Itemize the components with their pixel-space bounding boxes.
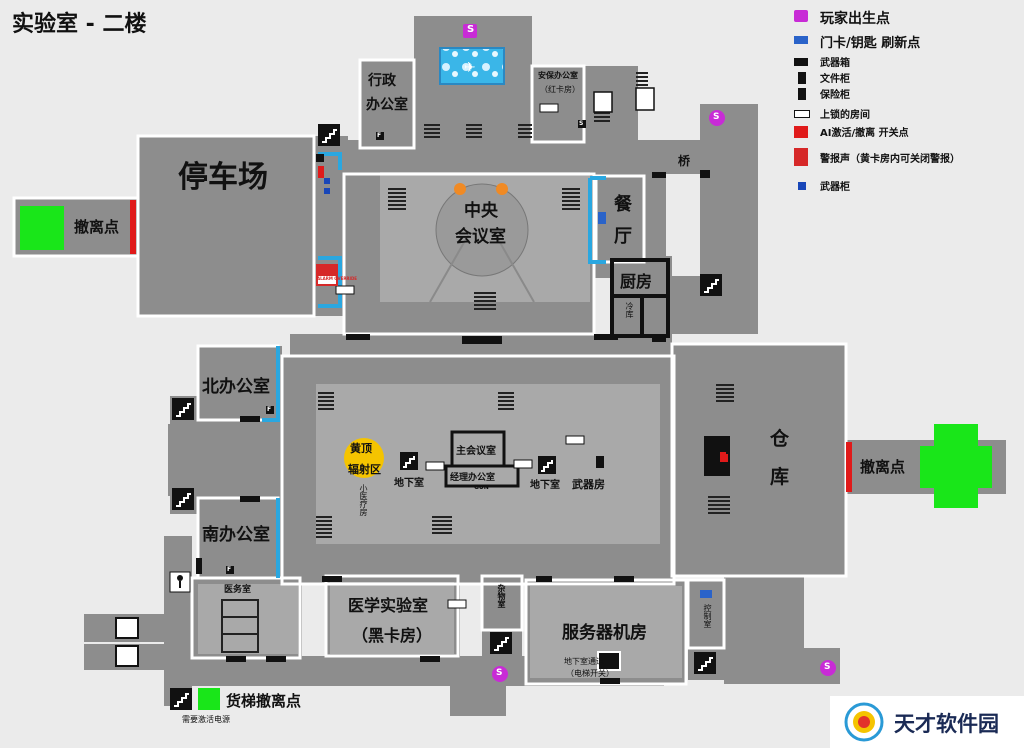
alarm-override-label: ALARM OVERRIDE [317, 276, 358, 281]
safe-icon [798, 88, 806, 100]
keycard-markers [598, 212, 712, 598]
room-security-sub: （红卡房） [540, 85, 580, 94]
room-armory: 武器房 [572, 478, 605, 491]
truck-icons [115, 617, 139, 667]
map-title: 实验室 - 二楼 [12, 12, 147, 37]
room-central-2: 会议室 [455, 227, 506, 247]
skylight [439, 47, 505, 85]
building-floor [14, 16, 1006, 716]
room-yellow-top: 黄顶 [350, 442, 372, 455]
room-cargo-extract: 货梯撤离点 [226, 692, 302, 710]
room-basement-left: 地下室 [394, 478, 424, 489]
spawn-letter-se: S [824, 662, 831, 672]
plane-icon: ✈ [464, 60, 476, 76]
extract-east-zone-h [920, 446, 992, 488]
room-central-1: 中央 [464, 201, 498, 221]
alarm-override-icon [316, 264, 338, 286]
room-server: 服务器机房 [562, 623, 647, 643]
room-radiation: 辐射区 [348, 463, 381, 476]
room-elevator-switch: （电梯开关） [566, 669, 614, 678]
key-icons [335, 103, 585, 609]
room-extract-west: 撤离点 [74, 218, 120, 236]
file-marker-south: F [227, 566, 232, 573]
spawn-letter-s: S [496, 668, 503, 678]
room-bridge: 桥 [678, 154, 691, 168]
room-admin-2: 办公室 [366, 97, 408, 113]
room-small-clinic: 小医疗房 [359, 484, 368, 516]
spawn-points [463, 24, 836, 682]
main-meeting-walls [444, 430, 520, 488]
room-control: 控制室 [703, 604, 712, 628]
room-extract-east: 撤离点 [860, 458, 906, 476]
watermark-logo-icon [844, 702, 884, 742]
room-main-meeting: 主会议室 [456, 446, 496, 457]
weapon-box-icon [794, 58, 808, 66]
room-medlab-2: （黑卡房） [352, 626, 433, 645]
room-warehouse-2: 库 [770, 466, 790, 488]
keycard-icon [794, 36, 808, 44]
room-warehouse-1: 仓 [770, 428, 790, 450]
room-canteen-1: 餐 [614, 194, 632, 215]
ai-switch-icon [794, 126, 808, 138]
spawn-letter-ne: S [713, 112, 720, 122]
kitchen-walls [610, 258, 670, 338]
file-marker-admin: F [377, 132, 382, 139]
elevator-switch-box [597, 651, 621, 671]
weapon-rack-markers [324, 178, 330, 194]
toilet-icons [593, 87, 655, 113]
medical-partitions [221, 599, 259, 653]
radiation-zone [344, 438, 384, 478]
room-kitchen: 厨房 [620, 272, 653, 291]
gun-box-label: GUN [474, 484, 489, 491]
room-storage-small: 杂物室 [497, 584, 506, 608]
room-canteen-2: 厅 [614, 226, 632, 247]
safe-marker-security: S [579, 120, 584, 127]
room-cold-storage: 冷库 [625, 302, 634, 318]
room-basement-right: 地下室 [530, 480, 560, 491]
bridge-post [700, 170, 710, 178]
small-markers [226, 120, 604, 574]
room-basement-passage: 地下室通道 [564, 657, 604, 666]
spawn-letter-top: S [467, 24, 475, 35]
room-medical: 医务室 [224, 585, 252, 595]
alarm-icon [794, 148, 808, 166]
blue-walls [262, 152, 606, 578]
bridge [666, 150, 712, 172]
file-cabinet-icon [798, 72, 806, 84]
weapon-rack-icon [798, 182, 806, 190]
orange-light-2 [496, 183, 508, 195]
room-medlab-1: 医学实验室 [348, 596, 429, 615]
cargo-extract-zone [198, 688, 220, 710]
staircase-icons [170, 124, 722, 710]
room-south-office: 南办公室 [202, 525, 270, 545]
room-need-power: 需要激活电源 [182, 715, 230, 724]
central-ray-r [493, 231, 535, 303]
locked-room-key-icon [794, 110, 810, 118]
file-marker-north: F [267, 406, 272, 413]
room-security: 安保办公室 [538, 71, 578, 80]
spawn-icon [794, 10, 808, 22]
room-parking: 停车场 [178, 160, 268, 195]
watermark-text: 天才软件园 [894, 712, 999, 736]
watermark: 天才软件园 [830, 696, 1024, 748]
central-ray-l [429, 231, 471, 303]
warehouse-mark [720, 452, 726, 462]
doors [196, 172, 730, 684]
person-icon [169, 571, 191, 593]
extract-west-zone [20, 206, 64, 250]
room-north-office: 北办公室 [202, 377, 270, 397]
room-admin-1: 行政 [368, 73, 396, 89]
orange-light-1 [454, 183, 466, 195]
room-manager-office: 经理办公室 [450, 473, 496, 483]
